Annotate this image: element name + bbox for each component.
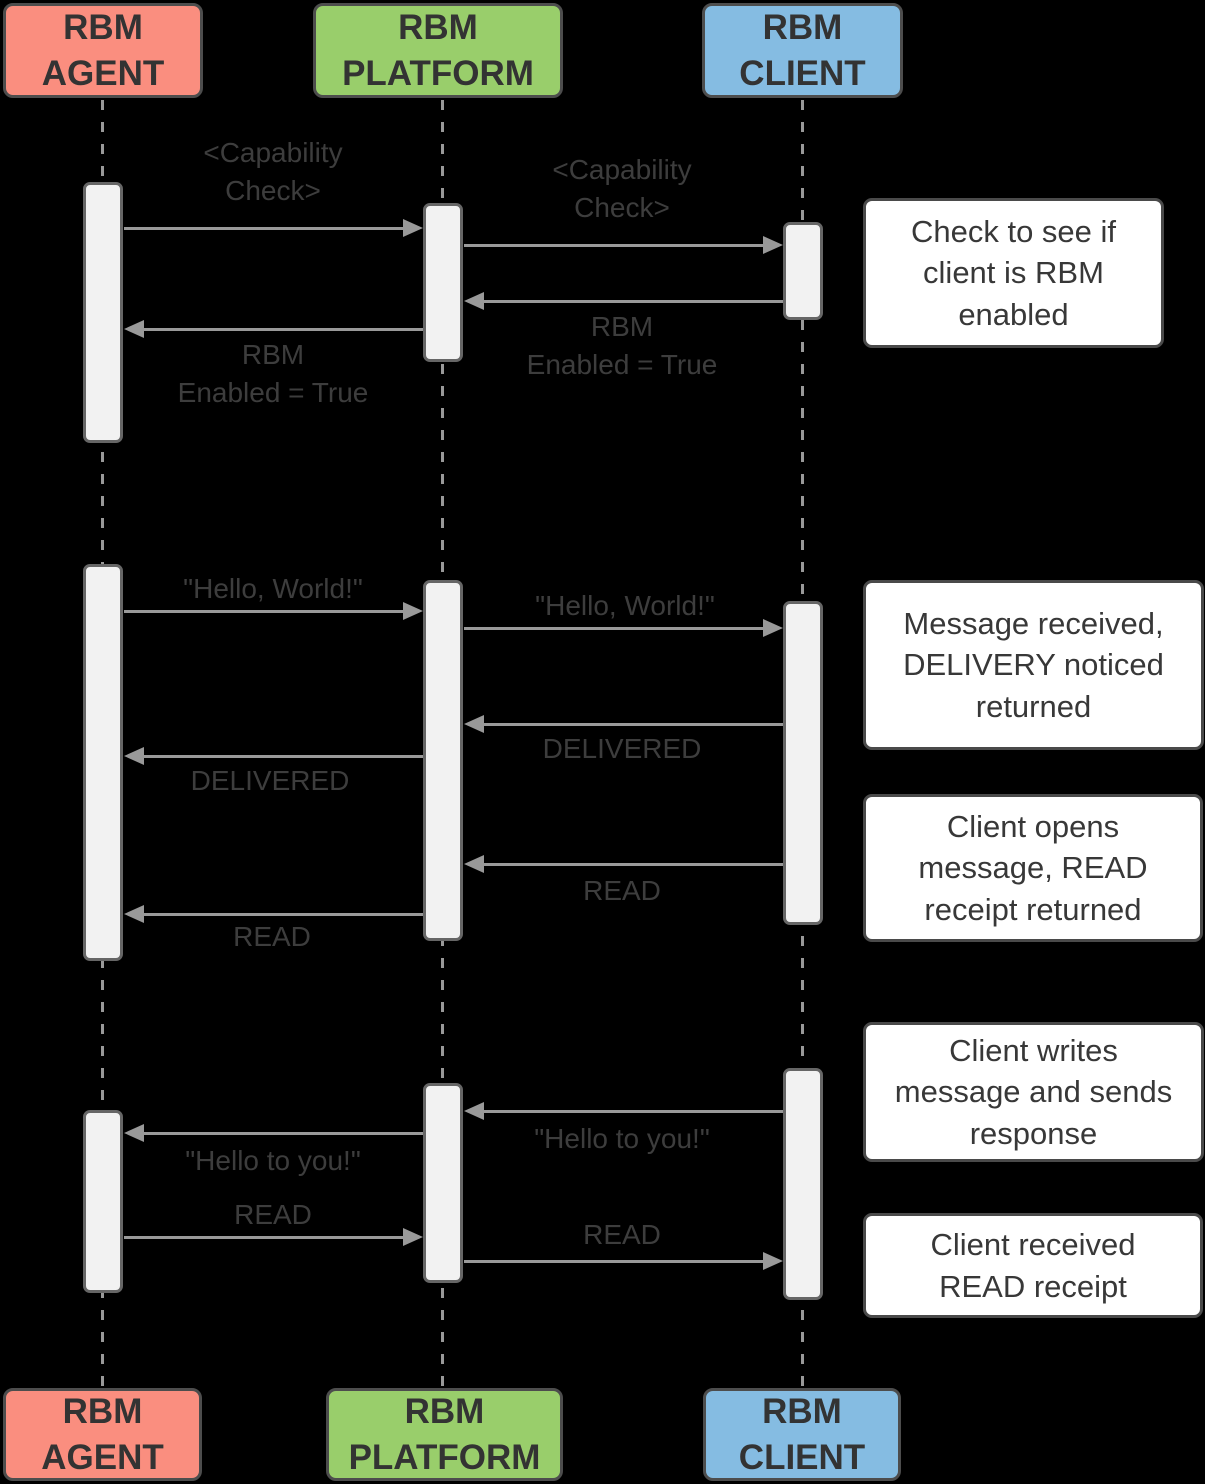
actor-rbm-client-top: RBM CLIENT	[702, 3, 903, 98]
arrow-line	[124, 1236, 407, 1239]
arrowhead-icon	[763, 619, 783, 637]
arrow-line	[480, 300, 783, 303]
arrowhead-icon	[124, 905, 144, 923]
arrow-platform-to-agent-delivered	[124, 747, 423, 765]
arrow-line	[464, 627, 767, 630]
arrow-line	[480, 1110, 783, 1113]
arrow-platform-to-client-capability-check	[464, 236, 783, 254]
arrow-agent-to-platform-read	[124, 1228, 423, 1246]
arrow-platform-to-client-hello-world	[464, 619, 783, 637]
activation-bar-agent-1	[83, 182, 123, 443]
arrowhead-icon	[763, 236, 783, 254]
arrow-line	[480, 863, 783, 866]
arrowhead-icon	[763, 1252, 783, 1270]
arrow-line	[464, 244, 767, 247]
arrowhead-icon	[464, 1102, 484, 1120]
hello-to-you-label-1: "Hello to you!"	[534, 1123, 710, 1154]
arrow-line	[124, 610, 407, 613]
arrowhead-icon	[464, 292, 484, 310]
read-label-4: READ	[583, 1219, 661, 1250]
note-client-writes-response: Client writes message and sends response	[863, 1022, 1204, 1162]
arrow-client-to-platform-read	[464, 855, 783, 873]
hello-world-label-1: "Hello, World!"	[183, 573, 363, 604]
arrow-client-to-platform-delivered	[464, 715, 783, 733]
arrowhead-icon	[124, 320, 144, 338]
arrow-line	[480, 723, 783, 726]
arrow-client-to-platform-rbm-enabled	[464, 292, 783, 310]
note-check-rbm-enabled: Check to see if client is RBM enabled	[863, 198, 1164, 348]
arrow-agent-to-platform-hello-world	[124, 602, 423, 620]
activation-bar-client-3	[783, 1068, 823, 1300]
read-label-1: READ	[583, 875, 661, 906]
activation-bar-platform-2	[423, 580, 463, 941]
arrow-platform-to-client-read	[464, 1252, 783, 1270]
arrowhead-icon	[403, 602, 423, 620]
note-client-received-read: Client received READ receipt	[863, 1213, 1203, 1318]
arrow-line	[464, 1260, 767, 1263]
arrowhead-icon	[403, 1228, 423, 1246]
arrow-platform-to-agent-rbm-enabled	[124, 320, 423, 338]
arrow-agent-to-platform-capability-check	[124, 219, 423, 237]
actor-rbm-platform-bottom: RBM PLATFORM	[326, 1388, 563, 1481]
capability-check-label-1: <Capability Check>	[203, 137, 343, 206]
rbm-enabled-label-1: RBM Enabled = True	[526, 311, 718, 380]
hello-world-label-2: "Hello, World!"	[535, 590, 715, 621]
actor-rbm-platform-top: RBM PLATFORM	[313, 3, 563, 98]
arrowhead-icon	[124, 747, 144, 765]
arrow-line	[140, 328, 423, 331]
delivered-label-2: DELIVERED	[190, 765, 350, 796]
actor-rbm-agent-bottom: RBM AGENT	[3, 1388, 202, 1481]
activation-bar-agent-2	[83, 564, 123, 961]
arrowhead-icon	[403, 219, 423, 237]
activation-bar-platform-1	[423, 203, 463, 362]
actor-rbm-client-bottom: RBM CLIENT	[703, 1388, 901, 1481]
hello-to-you-label-2: "Hello to you!"	[185, 1145, 361, 1176]
arrow-platform-to-agent-read	[124, 905, 423, 923]
read-label-2: READ	[233, 921, 311, 952]
capability-check-label-2: <Capability Check>	[552, 154, 692, 223]
read-label-3: READ	[234, 1199, 312, 1230]
actor-rbm-agent-top: RBM AGENT	[3, 3, 203, 98]
arrow-client-to-platform-hello-to-you	[464, 1102, 783, 1120]
delivered-label-1: DELIVERED	[542, 733, 702, 764]
arrow-line	[124, 227, 407, 230]
activation-bar-platform-3	[423, 1083, 463, 1283]
arrowhead-icon	[464, 855, 484, 873]
note-message-received: Message received, DELIVERY noticed retur…	[863, 580, 1204, 750]
activation-bar-agent-3	[83, 1110, 123, 1293]
arrow-line	[140, 1132, 423, 1135]
arrow-line	[140, 755, 423, 758]
activation-bar-client-1	[783, 222, 823, 320]
arrowhead-icon	[124, 1124, 144, 1142]
arrow-line	[140, 913, 423, 916]
arrow-platform-to-agent-hello-to-you	[124, 1124, 423, 1142]
arrowhead-icon	[464, 715, 484, 733]
activation-bar-client-2	[783, 601, 823, 925]
note-client-opens-message: Client opens message, READ receipt retur…	[863, 794, 1203, 942]
rbm-enabled-label-2: RBM Enabled = True	[177, 339, 369, 408]
